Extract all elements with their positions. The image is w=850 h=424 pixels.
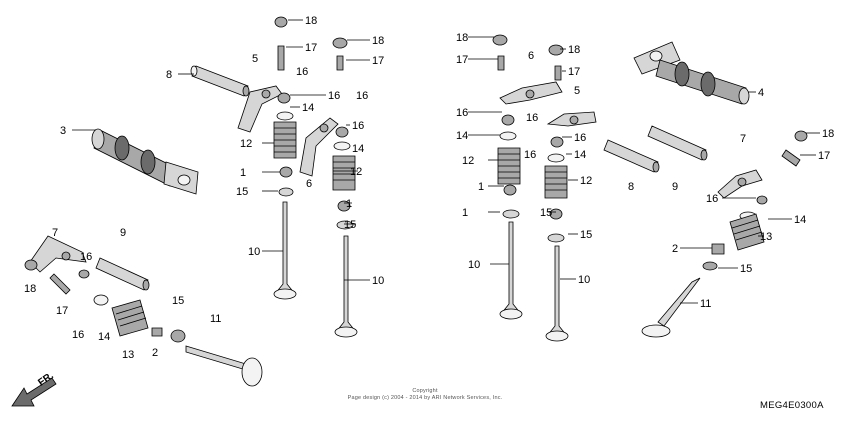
callout-16: 16 xyxy=(456,107,468,119)
callout-16: 16 xyxy=(352,120,364,132)
callout-15: 15 xyxy=(540,207,552,219)
callout-16: 16 xyxy=(356,90,368,102)
callout-2: 2 xyxy=(672,243,678,255)
callout-14: 14 xyxy=(794,214,806,226)
callout-1: 1 xyxy=(240,167,246,179)
callout-7: 7 xyxy=(52,227,58,239)
rocker-arm-5 xyxy=(237,85,283,133)
valve-10c xyxy=(499,221,523,320)
callout-12: 12 xyxy=(580,175,592,187)
valve-spring-stack-12 xyxy=(273,92,297,197)
callout-15: 15 xyxy=(172,295,184,307)
callout-14: 14 xyxy=(302,102,314,114)
copyright-line-1: Copyright xyxy=(412,388,438,394)
callout-18: 18 xyxy=(305,15,317,27)
adjuster-screw-17r xyxy=(492,34,564,81)
callout-15: 15 xyxy=(344,219,356,231)
callout-12: 12 xyxy=(462,155,474,167)
callout-11: 11 xyxy=(700,298,711,310)
callout-18: 18 xyxy=(822,128,834,140)
callout-10: 10 xyxy=(248,246,260,258)
callout-17: 17 xyxy=(456,54,468,66)
callout-11: 11 xyxy=(210,313,221,325)
callout-16: 16 xyxy=(80,251,92,263)
callout-17: 17 xyxy=(56,305,68,317)
callout-13: 13 xyxy=(760,231,772,243)
callout-1: 1 xyxy=(346,198,352,210)
callout-1: 1 xyxy=(478,181,484,193)
camshaft-4 xyxy=(633,41,750,105)
valve-10b xyxy=(334,235,358,338)
right-lower-parts xyxy=(641,130,808,338)
callout-14: 14 xyxy=(352,143,364,155)
copyright-line-2: Page design (c) 2004 - 2014 by ARI Netwo… xyxy=(347,395,503,401)
callout-16: 16 xyxy=(574,132,586,144)
rocker-shaft-8 xyxy=(190,65,250,97)
callout-17: 17 xyxy=(305,42,317,54)
callout-15: 15 xyxy=(580,229,592,241)
callout-15: 15 xyxy=(236,186,248,198)
callout-18: 18 xyxy=(24,283,36,295)
callout-8: 8 xyxy=(166,69,172,81)
rocker-arm-7 xyxy=(29,235,87,273)
callout-7: 7 xyxy=(740,133,746,145)
callout-16: 16 xyxy=(328,90,340,102)
callout-1: 1 xyxy=(462,207,468,219)
callout-14: 14 xyxy=(456,130,468,142)
callout-10: 10 xyxy=(468,259,480,271)
lower-left-parts xyxy=(24,259,263,387)
callout-5: 5 xyxy=(252,53,258,65)
callout-18: 18 xyxy=(456,32,468,44)
rocker-arm-5r xyxy=(546,111,597,127)
valve-spring-stack-12b xyxy=(332,126,356,230)
callout-17: 17 xyxy=(372,55,384,67)
callout-2: 2 xyxy=(152,347,158,359)
callout-14: 14 xyxy=(98,331,110,343)
rocker-shaft-9r xyxy=(647,125,708,161)
front-direction-arrow-icon xyxy=(11,377,57,407)
callout-6: 6 xyxy=(306,178,312,190)
callout-6: 6 xyxy=(528,50,534,62)
callout-15: 15 xyxy=(740,263,752,275)
valve-spring-stack-12r xyxy=(497,114,521,219)
adjuster-screw-17 xyxy=(274,16,348,71)
callout-13: 13 xyxy=(122,349,134,361)
callout-12: 12 xyxy=(350,166,362,178)
callout-10: 10 xyxy=(578,274,590,286)
callout-16: 16 xyxy=(296,66,308,78)
callout-10: 10 xyxy=(372,275,384,287)
callout-17: 17 xyxy=(818,150,830,162)
callout-9: 9 xyxy=(672,181,678,193)
callout-3: 3 xyxy=(60,125,66,137)
callout-9: 9 xyxy=(120,227,126,239)
callout-5: 5 xyxy=(574,85,580,97)
callout-17: 17 xyxy=(568,66,580,78)
callout-16: 16 xyxy=(72,329,84,341)
valve-10a xyxy=(273,201,297,300)
callout-16: 16 xyxy=(706,193,718,205)
callout-8: 8 xyxy=(628,181,634,193)
leader-lines xyxy=(72,19,820,304)
valve-spring-stack-12r2 xyxy=(544,136,568,243)
callout-4: 4 xyxy=(758,87,764,99)
valve-10d xyxy=(545,245,569,342)
diagram-code: MEG4E0300A xyxy=(760,400,824,411)
callout-18: 18 xyxy=(372,35,384,47)
rocker-shaft-9 xyxy=(95,257,150,291)
rocker-arm-6 xyxy=(299,117,339,177)
callout-18: 18 xyxy=(568,44,580,56)
rocker-arm-6r xyxy=(499,81,563,105)
callout-14: 14 xyxy=(574,149,586,161)
callout-12: 12 xyxy=(240,138,252,150)
rocker-shaft-8r xyxy=(603,139,660,173)
rocker-arm-7r xyxy=(717,169,763,199)
camshaft-3 xyxy=(91,128,199,195)
callout-16: 16 xyxy=(526,112,538,124)
callout-16: 16 xyxy=(524,149,536,161)
